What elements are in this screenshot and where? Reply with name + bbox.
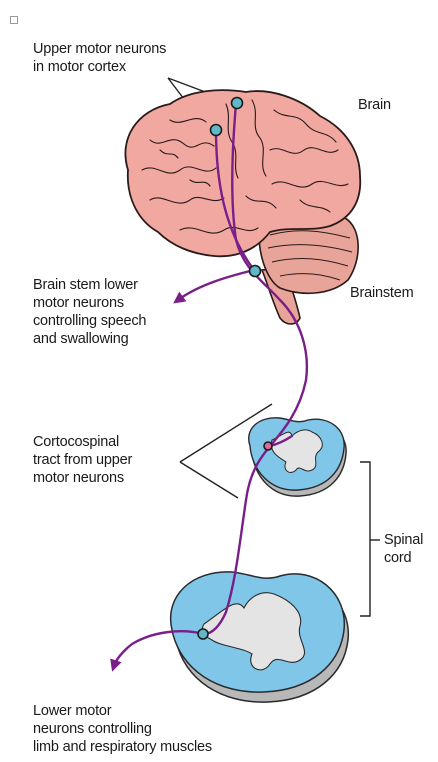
tract-brainstem-branch bbox=[178, 270, 254, 300]
cord-lower-neuron bbox=[198, 629, 208, 639]
brain bbox=[125, 90, 360, 324]
spinal-cord-upper bbox=[249, 418, 346, 496]
label-brainstem-lower-motor-neurons: Brain stem lower motor neurons controlli… bbox=[33, 276, 146, 348]
brainstem-neuron bbox=[250, 266, 261, 277]
label-corticospinal-tract: Cortocospinal tract from upper motor neu… bbox=[33, 433, 132, 487]
label-upper-motor-neurons: Upper motor neurons in motor cortex bbox=[33, 40, 166, 76]
label-brain: Brain bbox=[358, 96, 391, 114]
cord-upper-neuron bbox=[264, 442, 272, 450]
label-spinal-cord: Spinal cord bbox=[384, 531, 423, 567]
upper-neuron-1 bbox=[232, 98, 243, 109]
spinal-cord-lower bbox=[171, 572, 349, 702]
upper-neuron-2 bbox=[211, 125, 222, 136]
label-brainstem: Brainstem bbox=[350, 284, 413, 302]
label-lower-motor-neurons: Lower motor neurons controlling limb and… bbox=[33, 702, 212, 756]
